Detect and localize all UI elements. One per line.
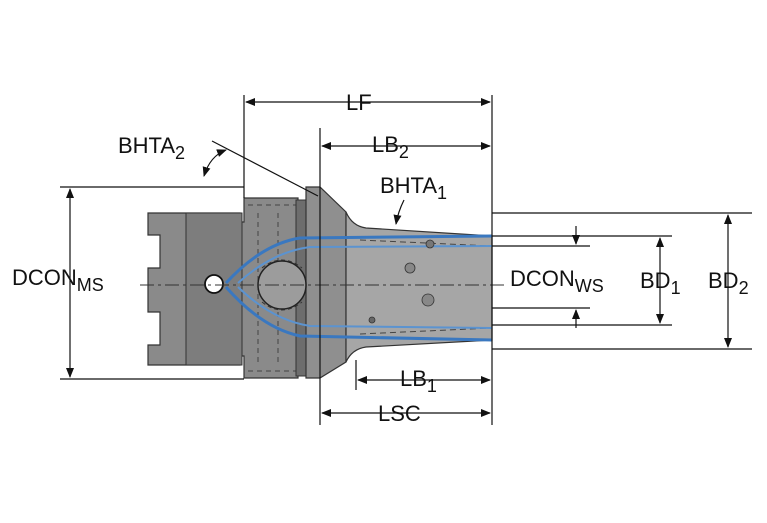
label-lsc: LSC bbox=[378, 401, 421, 426]
clamping-head-hidden bbox=[261, 259, 303, 311]
coolant-channel-lower-2 bbox=[237, 286, 493, 329]
coolant-channel-upper-2 bbox=[237, 245, 493, 284]
collar bbox=[305, 186, 347, 379]
label-bhta2: BHTA2 bbox=[118, 133, 185, 163]
tool-body bbox=[140, 186, 506, 379]
label-lb1: LB1 bbox=[400, 366, 437, 396]
coolant-channel-upper bbox=[224, 234, 493, 285]
nose-feature-2 bbox=[404, 262, 416, 274]
label-lf: LF bbox=[346, 90, 372, 115]
dim-bhta1-leader bbox=[393, 199, 405, 225]
label-dcon-ms: DCONMS bbox=[12, 265, 104, 295]
dimension-lines bbox=[60, 95, 752, 425]
nose-feature-3 bbox=[421, 293, 435, 307]
label-dcon-ws: DCONWS bbox=[510, 266, 604, 296]
nose-feature-4 bbox=[368, 316, 376, 324]
nose-feature-1 bbox=[425, 239, 435, 249]
bore-hidden-lines bbox=[359, 239, 493, 335]
dimension-labels: LF LB2 BHTA2 BHTA1 DCONMS DCONWS BD1 BD2… bbox=[12, 90, 749, 426]
coolant-channel-lower bbox=[224, 286, 493, 342]
label-bd1: BD1 bbox=[640, 268, 681, 298]
label-lb2: LB2 bbox=[372, 132, 409, 162]
shank-cross-hole bbox=[204, 274, 224, 294]
label-bhta1: BHTA1 bbox=[380, 173, 447, 203]
dim-bhta2-arc bbox=[202, 149, 227, 177]
label-bd2: BD2 bbox=[708, 268, 749, 298]
